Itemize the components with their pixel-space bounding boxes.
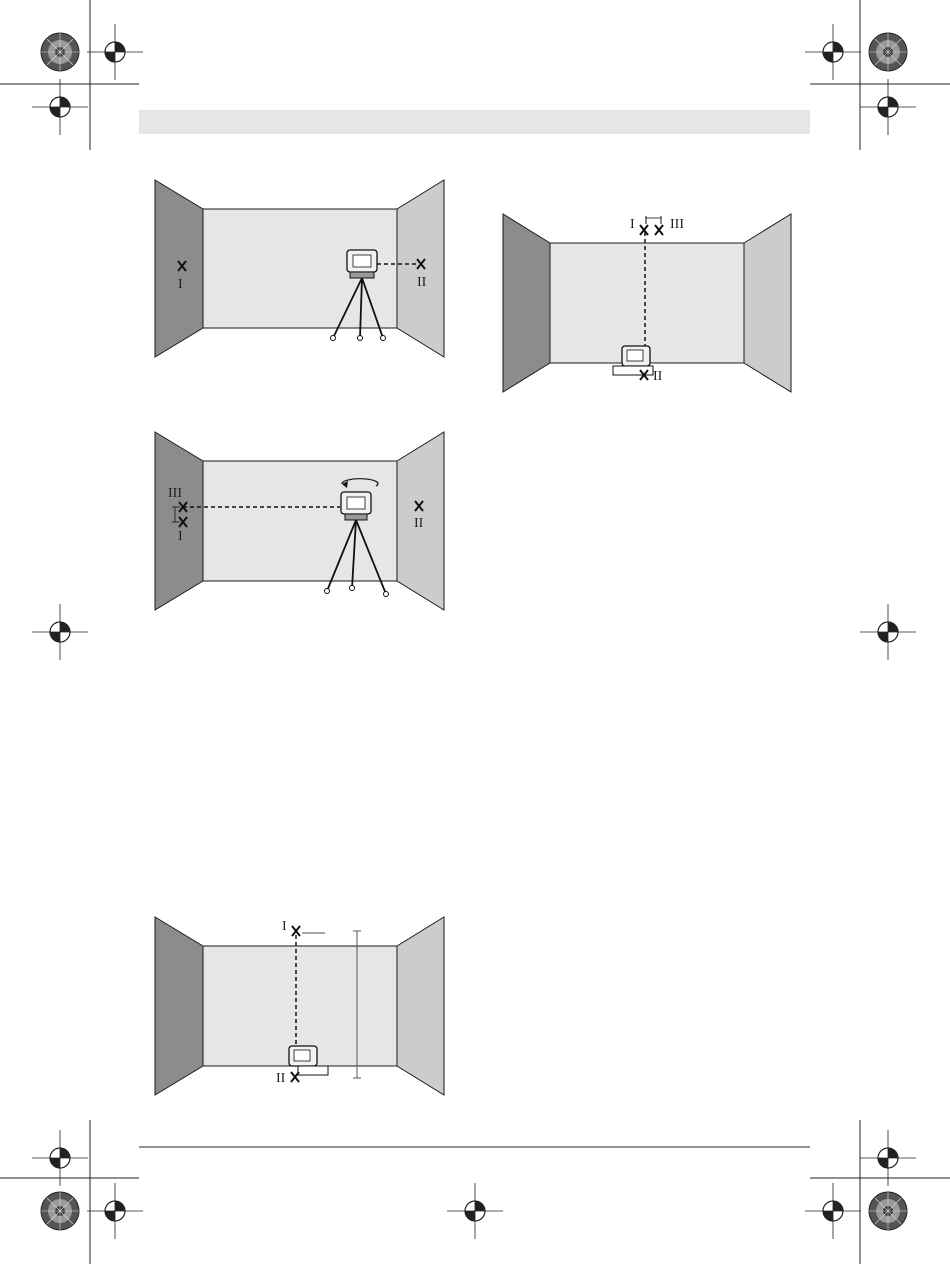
figure-4: I II: [155, 917, 444, 1095]
mark-label: I: [178, 277, 183, 292]
mark-label: III: [168, 486, 182, 501]
figure-2: I III II: [503, 214, 791, 392]
figure-3: III I II: [155, 432, 444, 610]
mark-label: I: [630, 217, 635, 232]
mark-label: II: [414, 516, 424, 531]
mark-label: III: [670, 217, 684, 232]
mark-label: II: [417, 275, 427, 290]
mark-label: II: [653, 369, 663, 384]
mark-label: I: [282, 919, 287, 934]
mark-label: II: [276, 1071, 286, 1086]
header-band: [139, 110, 810, 134]
figure-1: I II: [155, 180, 444, 357]
mark-label: I: [178, 529, 183, 544]
